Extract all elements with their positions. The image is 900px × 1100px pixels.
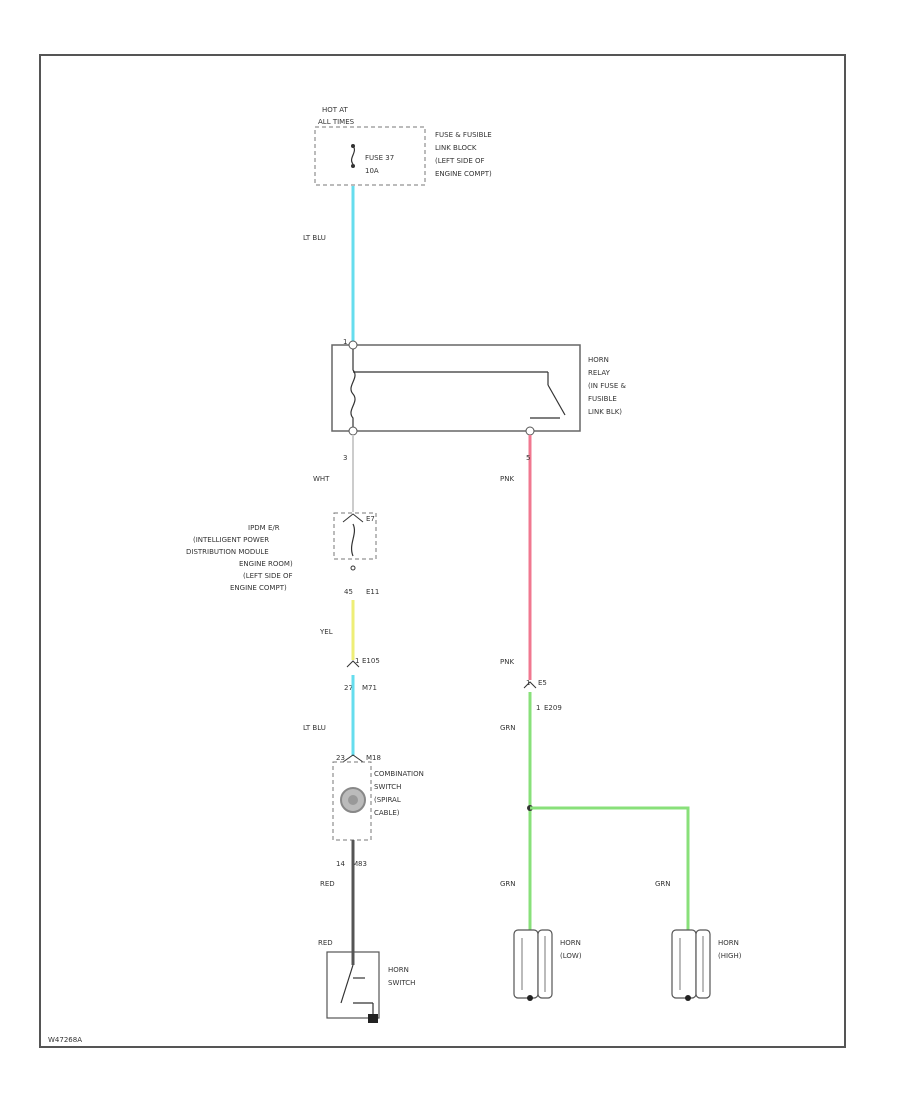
connector-e209-pin: 1 <box>536 704 540 712</box>
combination-switch: 23 M18 COMBINATION SWITCH (SPIRAL CABLE)… <box>332 754 424 868</box>
hot-label-1: HOT AT <box>322 106 349 114</box>
horn-switch-blade <box>340 964 354 1004</box>
fuse-name-2: 10A <box>365 167 379 175</box>
horn-switch: RED HORN SWITCH <box>318 939 415 1023</box>
relay-pin-3-num: 3 <box>343 454 347 462</box>
ipdm: E7 IPDM E/R (INTELLIGENT POWER DISTRIBUT… <box>186 512 379 596</box>
wire-label-red: RED <box>320 880 335 888</box>
horn-low: GRN HORN (LOW) <box>500 880 582 1001</box>
ipdm-fuse <box>350 523 356 557</box>
relay-coil <box>350 349 356 428</box>
connector-e209-name: E209 <box>544 704 562 712</box>
horn-switch-wire-label: RED <box>318 939 333 947</box>
fuse-symbol <box>350 145 356 165</box>
combination-label-3: (SPIRAL <box>374 796 401 804</box>
horn-high-wire-label: GRN <box>655 880 671 888</box>
horn-switch-box <box>326 951 380 1019</box>
wire-label-yel: YEL <box>319 628 333 636</box>
diagram-frame <box>39 54 846 1048</box>
connector-m71-pin: 27 <box>344 684 353 692</box>
wire-label-lt-blu-2: LT BLU <box>303 724 326 732</box>
connector-m71-name: M71 <box>362 684 377 692</box>
connector-e105-name: E105 <box>362 657 380 665</box>
ipdm-outline <box>333 512 377 560</box>
ipdm-label-3: DISTRIBUTION MODULE <box>186 548 269 556</box>
connector-e105-arrow <box>346 660 360 668</box>
ipdm-connector-arrow <box>342 513 364 523</box>
connector-e5-e209: PNK 1 E5 1 E209 <box>500 658 562 712</box>
fuse-location-1: FUSE & FUSIBLE <box>435 131 492 139</box>
relay-pin-bottom-left <box>348 426 358 436</box>
ipdm-pin-bottom-num: 45 <box>344 588 353 596</box>
relay-pin-top-num: 1 <box>343 338 347 346</box>
horn-switch-label-1: HORN <box>388 966 409 974</box>
fuse-block: HOT AT ALL TIMES FUSE 37 10A FUSE & FUSI… <box>314 106 492 186</box>
relay-pin-top <box>348 340 358 350</box>
wire-label-lt-blu-1: LT BLU <box>303 234 326 242</box>
relay-label-3: (IN FUSE & <box>588 382 626 390</box>
horn-relay: 1 HORN RELAY (IN FUSE & FUSIBLE LINK BLK… <box>331 338 626 436</box>
horn-switch-label-2: SWITCH <box>388 979 415 987</box>
fuse-location-2: LINK BLOCK <box>435 144 477 152</box>
combination-label-2: SWITCH <box>374 783 401 791</box>
ipdm-label-1: IPDM E/R <box>248 524 280 532</box>
relay-pin-bottom-right <box>525 426 535 436</box>
connector-e5-name: E5 <box>538 679 547 687</box>
horn-high-label-2: (HIGH) <box>718 952 742 960</box>
ipdm-label-4: ENGINE ROOM) <box>239 560 293 568</box>
horn-low-wire-label: GRN <box>500 880 516 888</box>
horn-low-label-2: (LOW) <box>560 952 582 960</box>
horn-high: GRN HORN (HIGH) <box>655 880 742 1001</box>
connector-m83-name: M83 <box>352 860 367 868</box>
connector-e5-pin: 1 <box>526 679 530 687</box>
ipdm-pin-bottom: E11 <box>366 588 379 596</box>
relay-label-4: FUSIBLE <box>588 395 617 403</box>
diagram-code: W47268A <box>48 1036 82 1044</box>
relay-label-1: HORN <box>588 356 609 364</box>
connector-e5-arrow <box>523 681 537 689</box>
relay-switch-blade <box>547 384 566 416</box>
combination-label-4: CABLE) <box>374 809 400 817</box>
spiral-cable-center <box>348 795 358 805</box>
connector-m83-pin: 14 <box>336 860 345 868</box>
horn-high-label-1: HORN <box>718 939 739 947</box>
horn-high-body <box>671 929 697 999</box>
horn-relay-box <box>331 344 581 432</box>
ipdm-fuse-dot <box>350 565 356 571</box>
fuse-location-4: ENGINE COMPT) <box>435 170 492 178</box>
relay-label-5: LINK BLK) <box>588 408 622 416</box>
wire-grn-branch <box>530 806 690 930</box>
ground-icon-horn-switch <box>368 1014 378 1023</box>
connector-m18-arrow <box>342 754 364 763</box>
wire-label-pnk-1: PNK <box>500 475 514 483</box>
connector-e105-pin: 1 <box>355 657 359 665</box>
relay-pin-5-num: 5 <box>526 454 530 462</box>
ipdm-label-5: (LEFT SIDE OF <box>243 572 293 580</box>
connector-e105-m71: 1 E105 27 M71 <box>344 657 380 692</box>
connector-m18-name: M18 <box>366 754 381 762</box>
fuse-name-1: FUSE 37 <box>365 154 394 162</box>
ipdm-label-2: (INTELLIGENT POWER <box>193 536 269 544</box>
combination-label-1: COMBINATION <box>374 770 424 778</box>
fuse-terminal-bottom <box>351 164 355 168</box>
wire-label-pnk-2: PNK <box>500 658 514 666</box>
horn-low-body <box>513 929 539 999</box>
ground-icon-horn-high <box>685 995 691 1001</box>
relay-label-2: RELAY <box>588 369 611 377</box>
hot-label-2: ALL TIMES <box>318 118 355 126</box>
ground-icon-horn-low <box>527 995 533 1001</box>
fuse-location-3: (LEFT SIDE OF <box>435 157 485 165</box>
connector-m18-pin: 23 <box>336 754 345 762</box>
horn-low-label-1: HORN <box>560 939 581 947</box>
wire-label-wht: WHT <box>313 475 330 483</box>
ipdm-pin-top: E7 <box>366 515 375 523</box>
ipdm-label-6: ENGINE COMPT) <box>230 584 287 592</box>
wire-label-grn-1: GRN <box>500 724 516 732</box>
